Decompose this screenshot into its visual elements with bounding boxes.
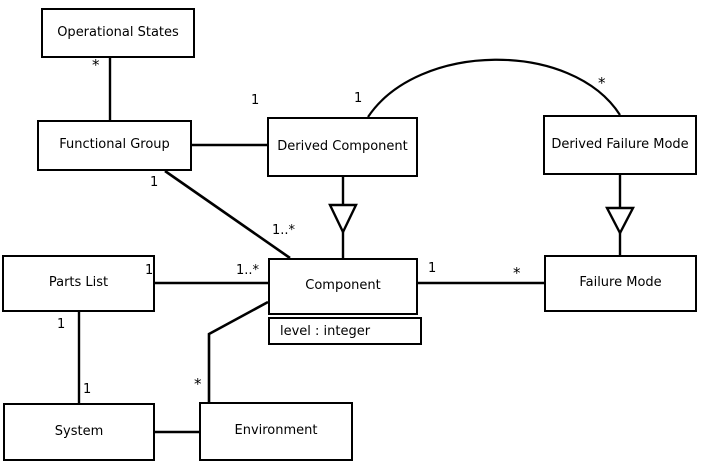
multiplicity-label-component-left: 1..* xyxy=(236,263,260,278)
edge-functionalgroup-component xyxy=(164,169,291,260)
multiplicity-label-system-top: 1 xyxy=(83,382,92,397)
class-name-functional-group: Functional Group xyxy=(59,137,170,153)
class-box-environment[interactable]: Environment xyxy=(199,402,353,461)
multiplicity-label-component-topleft: 1..* xyxy=(272,223,296,238)
edge-derivedcomponent-derivedfailuremode-arc xyxy=(367,58,621,118)
generalization-triangle-icon-component xyxy=(328,203,358,235)
class-box-derived-component[interactable]: Derived Component xyxy=(267,117,418,177)
multiplicity-label-functionalgroup-bottom: 1 xyxy=(150,175,159,190)
class-attribute-compartment-component[interactable]: level : integer xyxy=(268,317,422,345)
multiplicity-label-derivedcomponent-left: 1 xyxy=(251,93,260,108)
class-name-derived-failure-mode: Derived Failure Mode xyxy=(551,136,689,152)
class-name-failure-mode: Failure Mode xyxy=(579,275,662,291)
class-name-component: Component xyxy=(305,278,381,294)
class-name-parts-list: Parts List xyxy=(48,275,109,291)
class-box-parts-list[interactable]: Parts List xyxy=(2,255,155,312)
multiplicity-label-opstates-bottom: * xyxy=(92,56,100,74)
multiplicity-label-partslist-bottom: 1 xyxy=(57,317,66,332)
class-box-derived-failure-mode[interactable]: Derived Failure Mode xyxy=(543,115,697,175)
class-attribute-component-level: level : integer xyxy=(280,323,371,339)
class-name-derived-component: Derived Component xyxy=(277,138,408,154)
class-box-failure-mode[interactable]: Failure Mode xyxy=(544,255,697,312)
multiplicity-label-arc-left: 1 xyxy=(354,91,363,106)
generalization-triangle-icon-failure-mode xyxy=(605,206,635,236)
class-box-functional-group[interactable]: Functional Group xyxy=(37,120,192,171)
class-name-system: System xyxy=(54,423,104,439)
edge-environment-component xyxy=(207,300,269,402)
multiplicity-label-partslist-right: 1 xyxy=(145,263,154,278)
class-name-environment: Environment xyxy=(234,423,318,439)
class-box-system[interactable]: System xyxy=(3,403,155,461)
multiplicity-label-arc-right: * xyxy=(598,74,606,92)
multiplicity-label-component-right: 1 xyxy=(428,261,437,276)
multiplicity-label-environment-top: * xyxy=(194,375,202,393)
multiplicity-label-failuremode-left: * xyxy=(513,264,521,282)
class-box-operational-states[interactable]: Operational States xyxy=(41,8,195,58)
class-box-component[interactable]: Component xyxy=(268,258,418,315)
class-name-operational-states: Operational States xyxy=(57,24,179,40)
